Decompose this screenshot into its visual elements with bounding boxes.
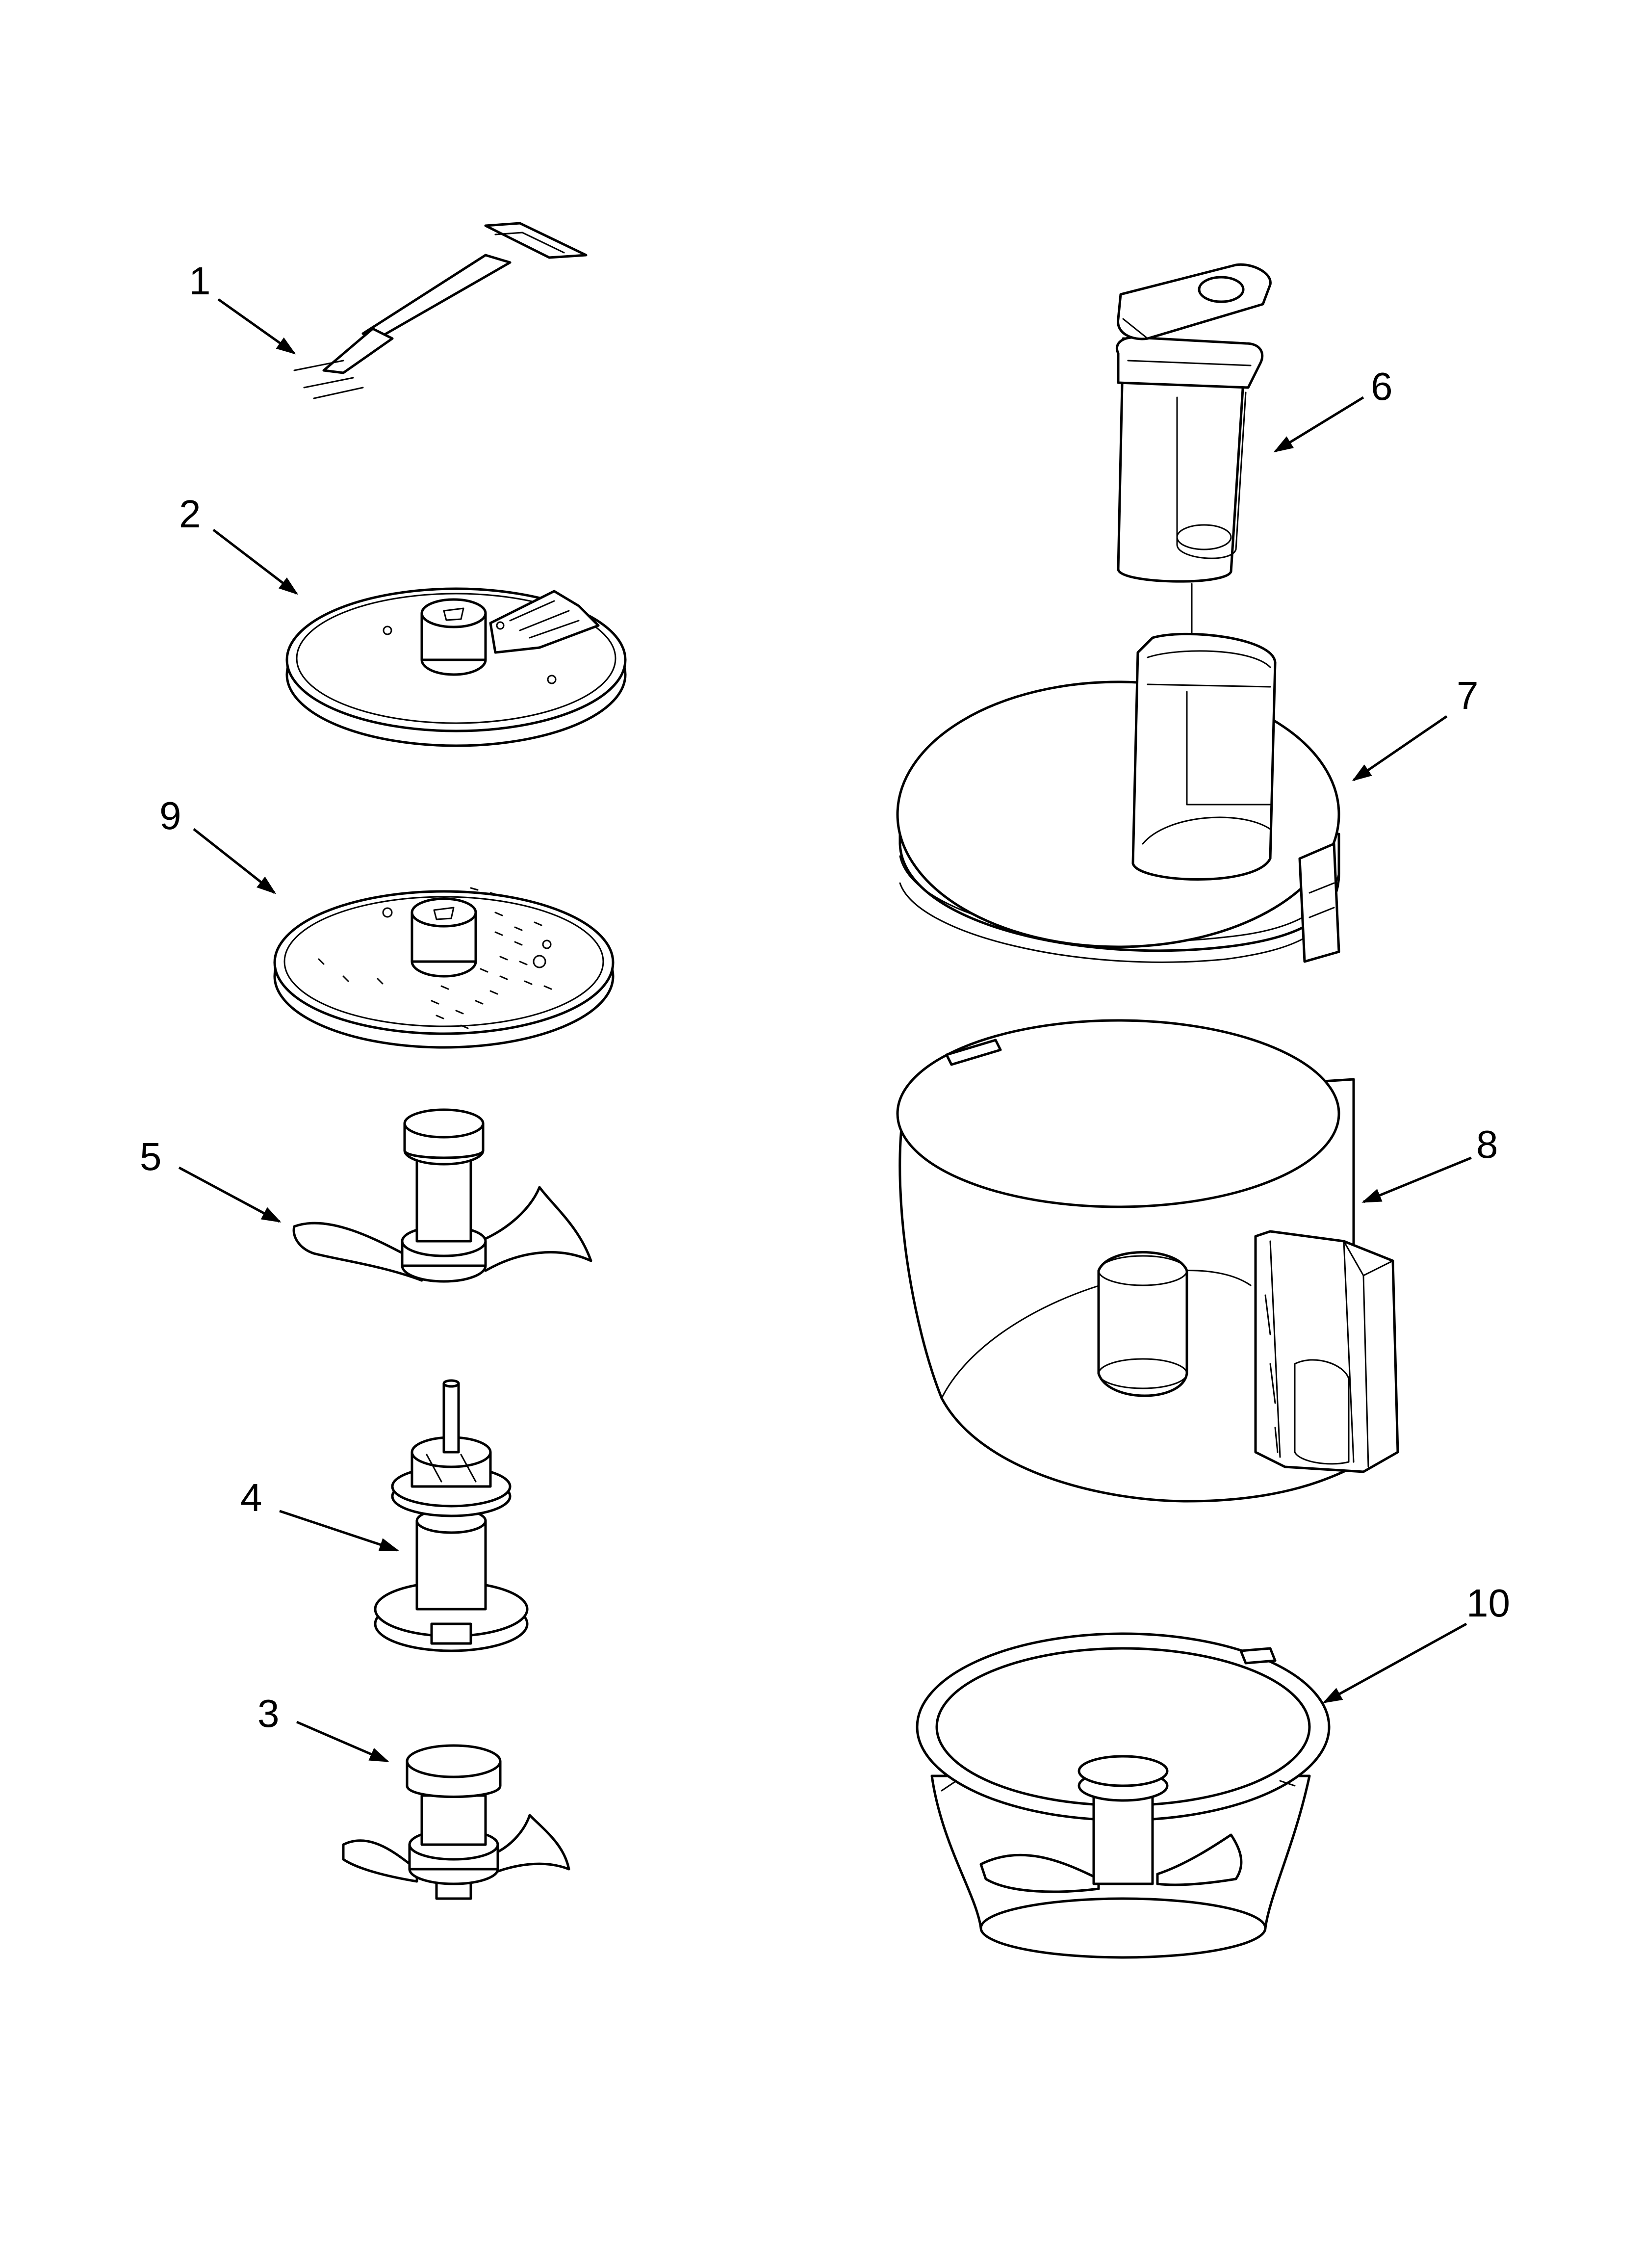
- part-7-lid[interactable]: [896, 632, 1340, 963]
- part-10-mini-bowl[interactable]: [916, 1632, 1331, 1959]
- part-1-spatula[interactable]: [293, 222, 588, 399]
- leader-3: [296, 1721, 389, 1763]
- part-8-work-bowl[interactable]: [896, 1019, 1399, 1503]
- leader-8: [1361, 1156, 1472, 1203]
- leader-7: [1352, 715, 1448, 782]
- part-2-slicing-disc[interactable]: [285, 587, 627, 747]
- callout-5: 5: [140, 1135, 162, 1178]
- shred-holes: [318, 887, 552, 1029]
- part-4-stem-adapter[interactable]: [374, 1379, 529, 1652]
- callout-2: 2: [179, 492, 201, 536]
- callout-1: 1: [189, 259, 211, 303]
- part-5-multipurpose-blade[interactable]: [292, 1108, 592, 1283]
- callout-6: 6: [1371, 365, 1393, 408]
- callout-8: 8: [1476, 1122, 1498, 1166]
- callout-numbers: 1 2 9 5 4 3 6 7 8 10: [140, 259, 1510, 1735]
- callout-7: 7: [1457, 674, 1479, 717]
- callout-leaders: [178, 298, 1472, 1763]
- leader-9: [193, 828, 277, 894]
- leader-6: [1273, 396, 1364, 453]
- callout-9: 9: [159, 794, 181, 837]
- leader-1: [217, 298, 296, 355]
- callout-4: 4: [240, 1476, 262, 1519]
- leader-5: [178, 1166, 282, 1223]
- part-9-shredding-disc[interactable]: [273, 887, 615, 1049]
- callout-10: 10: [1466, 1581, 1510, 1625]
- callout-3: 3: [257, 1692, 280, 1735]
- leader-2: [212, 529, 299, 595]
- part-6-food-pusher[interactable]: [1116, 263, 1272, 634]
- part-3-mini-blade[interactable]: [342, 1744, 570, 1900]
- leader-10: [1322, 1622, 1467, 1704]
- leader-4: [279, 1510, 399, 1552]
